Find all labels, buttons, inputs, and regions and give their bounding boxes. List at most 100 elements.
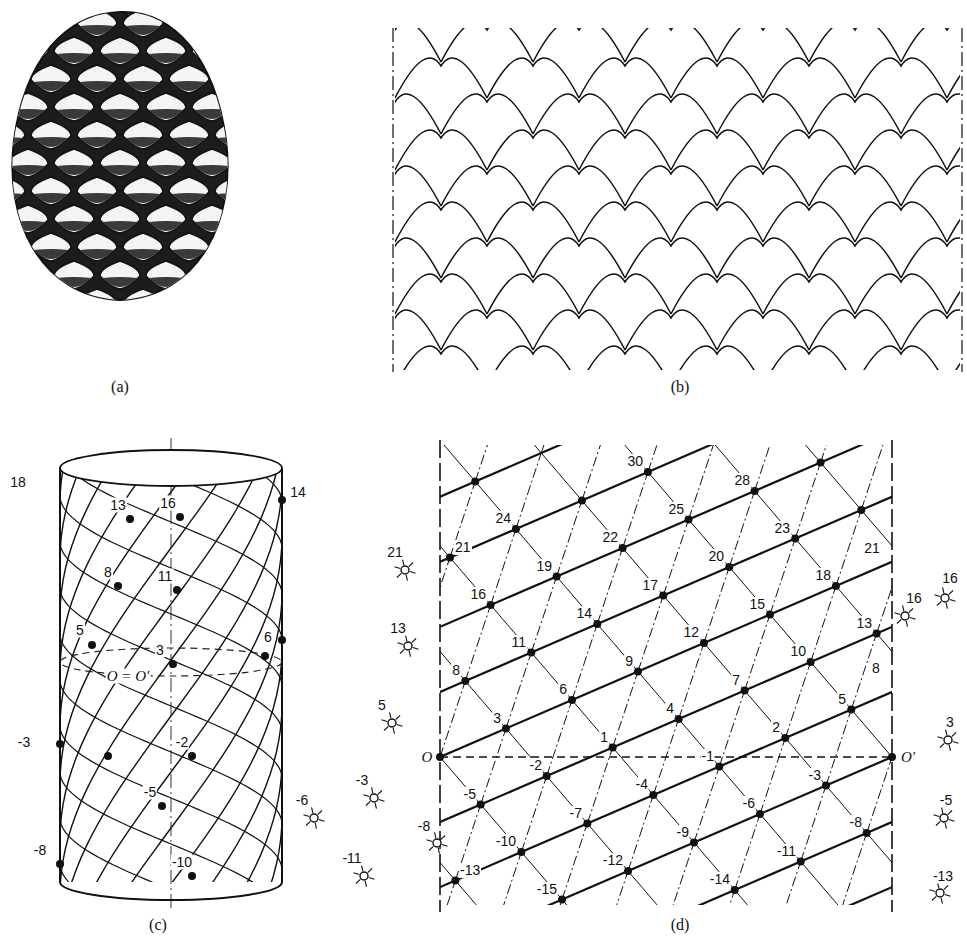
parastichy-thin bbox=[572, 700, 613, 748]
cone-scale bbox=[284, 205, 324, 233]
marker-ray bbox=[934, 595, 940, 597]
scale-arcs bbox=[395, 28, 960, 370]
lattice-dot bbox=[188, 752, 196, 760]
parastichy-bold bbox=[475, 453, 541, 482]
scale-arc bbox=[855, 346, 947, 370]
lattice-dot bbox=[188, 872, 196, 880]
parastichy-thin bbox=[521, 852, 562, 900]
lattice-dot bbox=[873, 630, 881, 638]
scale-arc bbox=[855, 202, 947, 242]
parastichy-dashdot bbox=[861, 445, 886, 510]
scale-shadow bbox=[0, 81, 22, 91]
scale-arc bbox=[901, 94, 960, 134]
lattice-dot bbox=[766, 611, 774, 619]
lattice-dot bbox=[847, 706, 855, 714]
parastichy-bold bbox=[770, 586, 836, 615]
cone-scale bbox=[31, 233, 71, 261]
cone-scale bbox=[54, 205, 94, 233]
callout-number: 21 bbox=[386, 545, 404, 560]
marker-ray bbox=[942, 807, 943, 813]
repeat-marker bbox=[929, 882, 950, 903]
cone-scale bbox=[54, 37, 94, 65]
parastichy-dashdot bbox=[531, 577, 556, 653]
callout-number: 14 bbox=[575, 606, 593, 621]
callout-number: -9 bbox=[676, 825, 690, 840]
parastichy-dashdot bbox=[491, 529, 516, 605]
scale-arc bbox=[901, 238, 960, 278]
parastichy-bold bbox=[795, 510, 861, 539]
cone-scale bbox=[215, 177, 255, 205]
lattice-dot bbox=[583, 820, 591, 828]
scale-arc bbox=[717, 310, 809, 350]
callout-number: 16 bbox=[159, 496, 177, 511]
callout-number: 3 bbox=[155, 643, 165, 658]
parastichy-bold bbox=[648, 445, 714, 472]
callout-number: 25 bbox=[667, 502, 685, 517]
cone-scale bbox=[0, 177, 25, 205]
scale-shadow bbox=[264, 137, 298, 147]
lattice-dot bbox=[56, 860, 64, 868]
parastichy-dashdot bbox=[785, 662, 810, 738]
parastichy-dashdot bbox=[582, 445, 607, 501]
parastichy-bold bbox=[440, 881, 455, 906]
scale-shadow bbox=[57, 277, 91, 287]
parastichy-dashdot bbox=[745, 615, 770, 691]
scale-arc bbox=[809, 28, 901, 62]
parastichy-dashdot bbox=[836, 510, 861, 586]
callout-number: 24 bbox=[494, 511, 512, 526]
marker-ray bbox=[438, 848, 439, 854]
scale-arc bbox=[395, 58, 487, 98]
parastichy-thin bbox=[465, 681, 506, 729]
parastichy-thin bbox=[582, 501, 623, 549]
helix-steep bbox=[60, 468, 282, 840]
scale-shadow bbox=[241, 53, 275, 63]
parastichy-bold bbox=[582, 472, 648, 501]
scale-shadow bbox=[218, 81, 252, 91]
parastichy-dashdot bbox=[729, 491, 754, 567]
cone-scale bbox=[31, 121, 71, 149]
parastichy-bold bbox=[801, 833, 867, 862]
scale-shadow bbox=[172, 249, 206, 259]
cone-scale bbox=[261, 121, 301, 149]
scale-shadow bbox=[0, 305, 22, 315]
scale-arc bbox=[947, 346, 960, 370]
lattice-dot bbox=[659, 592, 667, 600]
helix-steep bbox=[60, 468, 282, 560]
marker-ray bbox=[945, 823, 946, 829]
lattice-dot bbox=[624, 867, 632, 875]
scale-arc bbox=[395, 94, 441, 134]
parastichy-bold bbox=[496, 900, 562, 906]
parastichy-bold bbox=[572, 672, 638, 701]
cone-scale bbox=[0, 289, 25, 317]
origin-label: O′ bbox=[900, 750, 916, 765]
parastichy-thin bbox=[801, 862, 842, 906]
parastichy-thin bbox=[719, 767, 760, 815]
scale-shadow bbox=[103, 165, 137, 175]
parastichy-dashdot bbox=[638, 596, 663, 672]
scale-arc bbox=[809, 310, 901, 350]
parastichy-bold bbox=[755, 463, 821, 492]
lattice-dot bbox=[593, 620, 601, 628]
marker-ray bbox=[429, 846, 433, 850]
scale-shadow bbox=[287, 53, 321, 63]
marker-ray bbox=[953, 741, 959, 743]
scale-shadow bbox=[57, 221, 91, 231]
cone-scale bbox=[0, 37, 2, 65]
cone-scale bbox=[215, 65, 255, 93]
parastichy-dashdot bbox=[841, 833, 866, 905]
cone-scale bbox=[238, 149, 278, 177]
callout-number: -14 bbox=[709, 872, 731, 887]
parastichy-bold bbox=[557, 548, 623, 577]
callout-number: 21 bbox=[863, 541, 881, 556]
parastichy-dashdot bbox=[694, 767, 719, 843]
parastichy-bold bbox=[826, 757, 892, 786]
scale-shadow bbox=[172, 305, 206, 315]
scale-shadow bbox=[264, 25, 298, 35]
scale-arc bbox=[625, 238, 717, 278]
scale-shadow bbox=[34, 25, 68, 35]
cone-scale bbox=[0, 205, 2, 233]
marker-ray bbox=[393, 728, 394, 734]
cone-scale bbox=[192, 93, 232, 121]
callout-number: 16 bbox=[469, 587, 487, 602]
parastichy-dashdot bbox=[572, 624, 597, 700]
